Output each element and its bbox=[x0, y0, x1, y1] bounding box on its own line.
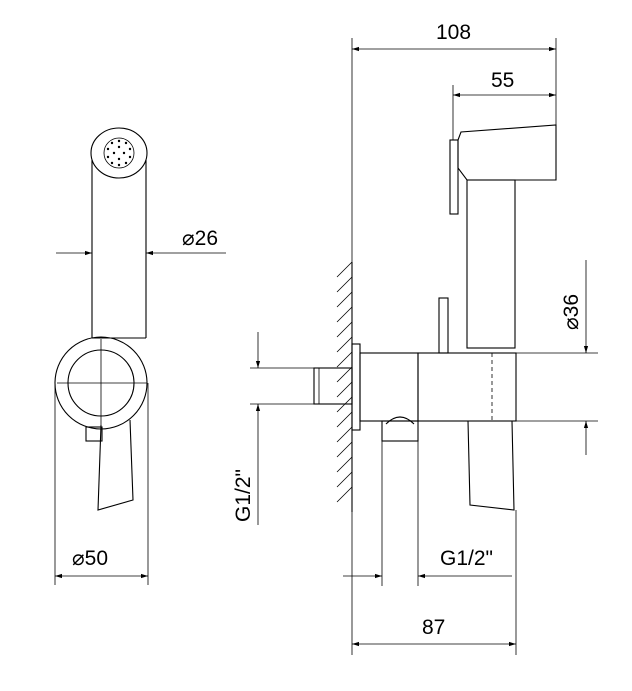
label-handle-diameter: ⌀26 bbox=[182, 227, 218, 250]
front-view: 108 55 ⌀36 G1/2" G1/2" 87 bbox=[232, 21, 598, 655]
hose bbox=[97, 419, 134, 511]
label-outlet-thread: G1/2" bbox=[440, 547, 493, 570]
hose-front bbox=[467, 420, 515, 511]
inlet-nipple bbox=[313, 367, 353, 405]
wall-hatch bbox=[336, 261, 353, 503]
outlet-elbow bbox=[381, 420, 419, 442]
shower-handle bbox=[466, 179, 516, 349]
label-depth: 87 bbox=[422, 616, 445, 639]
lever bbox=[438, 297, 449, 354]
label-wall-thread: G1/2" bbox=[232, 469, 255, 522]
shower-head bbox=[457, 124, 557, 181]
wall-flange bbox=[351, 343, 361, 431]
side-view: ⌀26 ⌀50 bbox=[54, 127, 226, 585]
label-holder-diameter: ⌀50 bbox=[72, 547, 108, 570]
handle-body bbox=[91, 160, 147, 339]
spray-holes bbox=[106, 139, 132, 167]
label-body-diameter: ⌀36 bbox=[560, 294, 583, 330]
label-front-width: 108 bbox=[436, 21, 471, 44]
label-front-head: 55 bbox=[491, 69, 514, 92]
valve-body bbox=[359, 352, 419, 422]
spray-head bbox=[90, 127, 148, 179]
shower-button bbox=[449, 139, 459, 215]
